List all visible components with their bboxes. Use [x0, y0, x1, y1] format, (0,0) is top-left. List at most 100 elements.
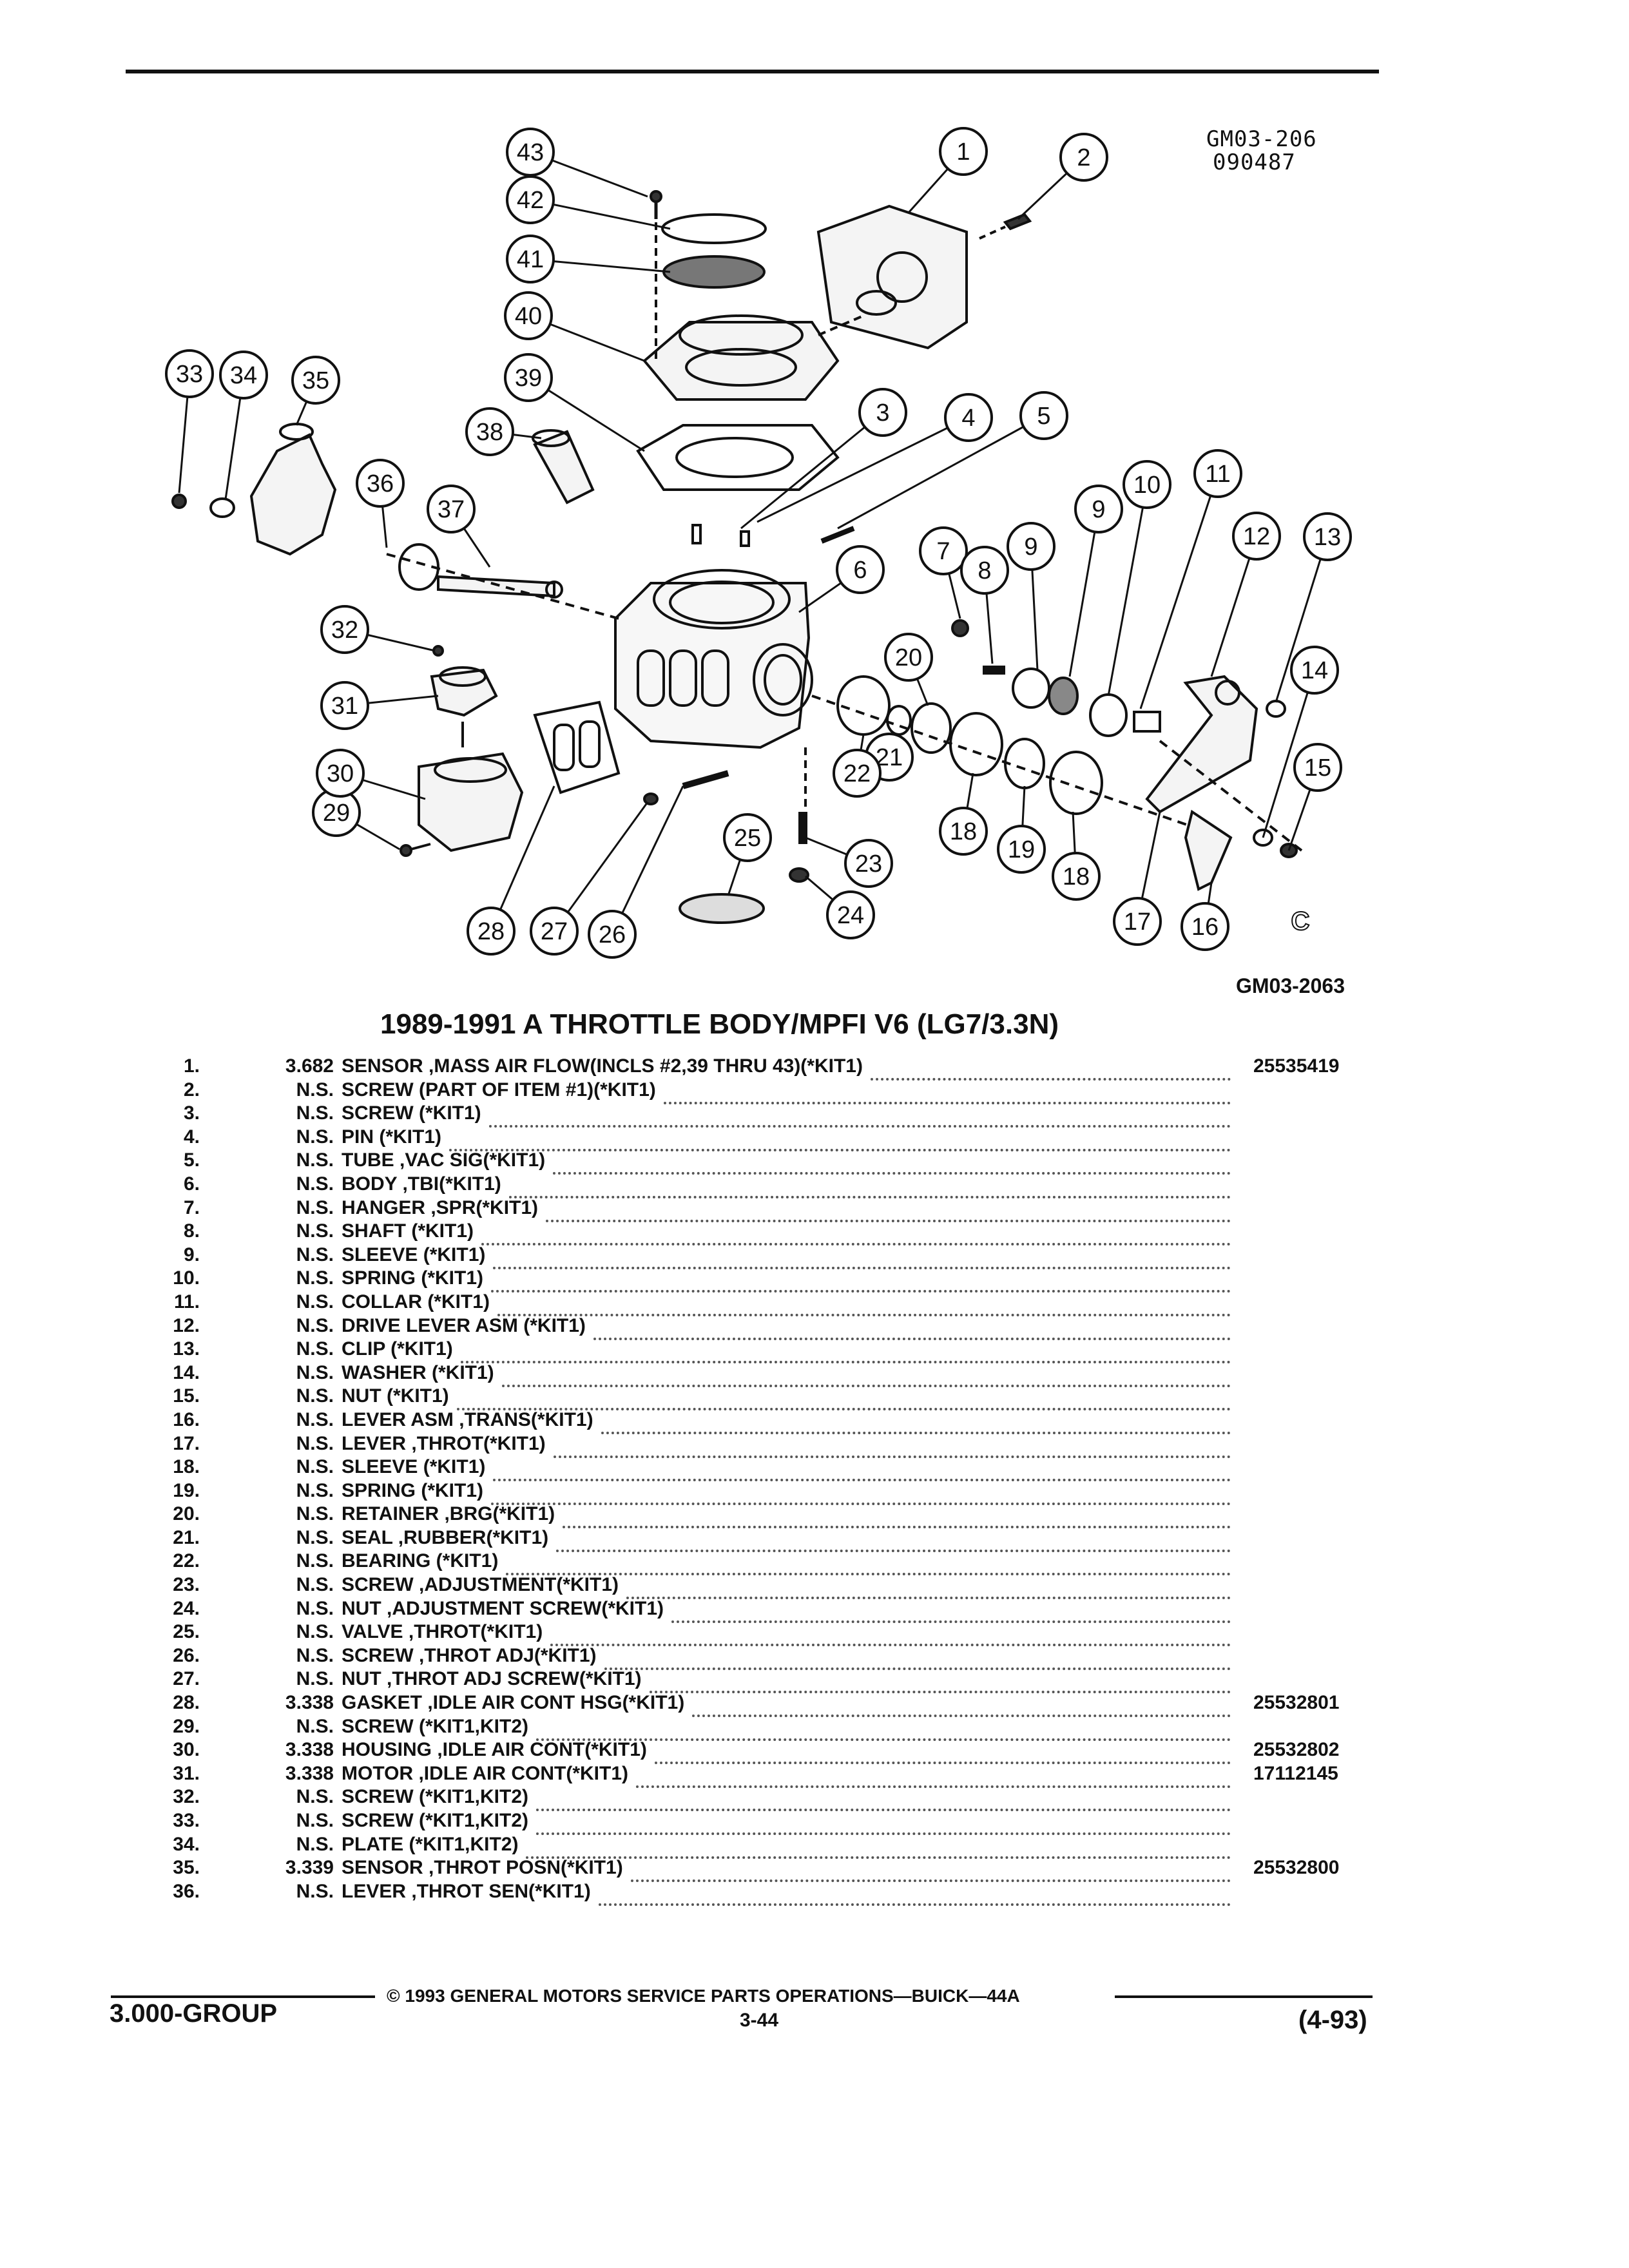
footer-rule-left [111, 1995, 375, 1998]
item-part-number: 25532801 [1253, 1692, 1340, 1714]
sleeve-18b-shape [1049, 751, 1103, 815]
parts-row: 11.N.S.COLLAR (*KIT1) [103, 1291, 1392, 1316]
bearing-22-shape [836, 675, 891, 736]
parts-row: 15.N.S.NUT (*KIT1) [103, 1385, 1392, 1411]
callout-number: 22 [843, 760, 871, 787]
callout-number: 15 [1304, 754, 1331, 782]
item-number: 25. [173, 1621, 200, 1643]
leader-dots [626, 1573, 1231, 1600]
item-number: 34. [173, 1833, 200, 1855]
parts-row: 22.N.S.BEARING (*KIT1) [103, 1550, 1392, 1576]
callout-number: 8 [978, 557, 991, 584]
callout-number: 25 [734, 825, 761, 852]
parts-row: 21.N.S.SEAL ,RUBBER(*KIT1) [103, 1526, 1392, 1552]
callout-circle [588, 910, 637, 959]
spring-19-shape [1004, 738, 1045, 789]
leader-dots [493, 1244, 1231, 1269]
item-quantity-code: 3.338 [285, 1692, 334, 1714]
item-part-number: 17112145 [1253, 1762, 1338, 1784]
tps-35-shape [249, 433, 337, 556]
item-description: NUT ,ADJUSTMENT SCREW(*KIT1) [342, 1597, 664, 1619]
item-number: 13. [173, 1338, 200, 1360]
leader-dots [491, 1479, 1231, 1505]
item-quantity-code: N.S. [296, 1833, 334, 1855]
callout-circle [1232, 512, 1281, 561]
callout-number: 35 [302, 367, 329, 394]
callout-number: 41 [517, 246, 544, 273]
item-number: 11. [173, 1291, 200, 1312]
item-quantity-code: N.S. [296, 1456, 334, 1478]
leader-dots [536, 1785, 1231, 1812]
revision-date: (4-93) [1298, 2006, 1367, 2034]
parts-row: 34. N.S. PLATE (*KIT1,KIT2) [103, 1833, 1392, 1859]
item-number: 3. [183, 1102, 200, 1124]
callout-circle [997, 825, 1046, 874]
ring-36-shape [398, 543, 439, 591]
item-description: SPRING (*KIT1) [342, 1267, 484, 1289]
item-description: NUT ,THROT ADJ SCREW(*KIT1) [342, 1668, 642, 1690]
parts-row: 17.N.S.LEVER ,THROT(*KIT1) [103, 1432, 1392, 1458]
parts-row: 27.N.S.NUT ,THROT ADJ SCREW(*KIT1) [103, 1667, 1392, 1694]
item-number: 2. [183, 1079, 200, 1100]
item-description: SPRING (*KIT1) [342, 1479, 484, 1501]
callout-circle [165, 349, 214, 398]
callout-circle [1019, 391, 1068, 440]
leader-dots [650, 1667, 1231, 1694]
item-quantity-code: N.S. [296, 1668, 334, 1690]
item-number: 32. [173, 1786, 200, 1808]
item-description: SENSOR ,THROT POSN(*KIT1) [342, 1857, 623, 1879]
item-description: LEVER ,THROT(*KIT1) [342, 1432, 546, 1454]
callout-circle [1181, 902, 1229, 951]
callout-circle [836, 545, 885, 594]
leader-dots [481, 1220, 1231, 1246]
callout-number: 29 [323, 800, 350, 827]
item-description: MOTOR ,IDLE AIR CONT(*KIT1) [342, 1762, 628, 1784]
callout-number: 7 [936, 538, 950, 565]
item-description: RETAINER ,BRG(*KIT1) [342, 1503, 555, 1525]
item-description: SCREW (*KIT1,KIT2) [342, 1786, 529, 1808]
callout-number: 39 [515, 365, 542, 392]
retainer-20-shape [911, 702, 952, 754]
item-quantity-code: N.S. [296, 1810, 334, 1831]
gasket-28-shape [533, 700, 621, 794]
leader-dots [449, 1126, 1231, 1151]
callout-number: 5 [1037, 403, 1050, 430]
leader-dots [493, 1456, 1231, 1482]
callout-number: 11 [1205, 461, 1230, 488]
item-quantity-code: N.S. [296, 1786, 334, 1808]
parts-row: 20.N.S.RETAINER ,BRG(*KIT1) [103, 1503, 1392, 1529]
callout-number: 42 [517, 187, 544, 214]
item-description: LEVER ASM ,TRANS(*KIT1) [342, 1408, 593, 1430]
screw-43-shape [650, 190, 662, 203]
callout-number: 26 [599, 921, 626, 948]
item-description: VALVE ,THROT(*KIT1) [342, 1621, 543, 1643]
callout-circle [1123, 460, 1171, 509]
item-number: 17. [173, 1432, 200, 1454]
leader-dots [554, 1432, 1231, 1458]
callout-number: 31 [331, 693, 358, 720]
parts-row: 8.N.S.SHAFT (*KIT1) [103, 1220, 1392, 1246]
leader-dots [536, 1809, 1231, 1835]
callout-number: 37 [438, 496, 465, 523]
leader-dots [556, 1526, 1231, 1552]
item-number: 1. [183, 1055, 200, 1077]
item-description: SCREW (PART OF ITEM #1)(*KIT1) [342, 1079, 656, 1100]
parts-row: 4.N.S.PIN (*KIT1) [103, 1126, 1392, 1151]
callout-circle [1293, 743, 1342, 792]
throttle-body-6-shape [614, 582, 811, 749]
parts-row: 19.N.S.SPRING (*KIT1) [103, 1479, 1392, 1505]
item-description: PLATE (*KIT1,KIT2) [342, 1833, 519, 1855]
callout-circle [506, 235, 555, 284]
maf-sensor-shape [816, 204, 968, 350]
parts-row: 14.N.S.WASHER (*KIT1) [103, 1361, 1392, 1387]
item-quantity-code: N.S. [296, 1267, 334, 1289]
callout-number: 33 [176, 361, 203, 388]
callout-number: 18 [1063, 863, 1090, 890]
callout-number: 36 [367, 470, 394, 497]
callout-number: 9 [1024, 533, 1037, 561]
item-number: 7. [183, 1196, 200, 1218]
item-quantity-code: N.S. [296, 1644, 334, 1666]
item-number: 8. [183, 1220, 200, 1242]
